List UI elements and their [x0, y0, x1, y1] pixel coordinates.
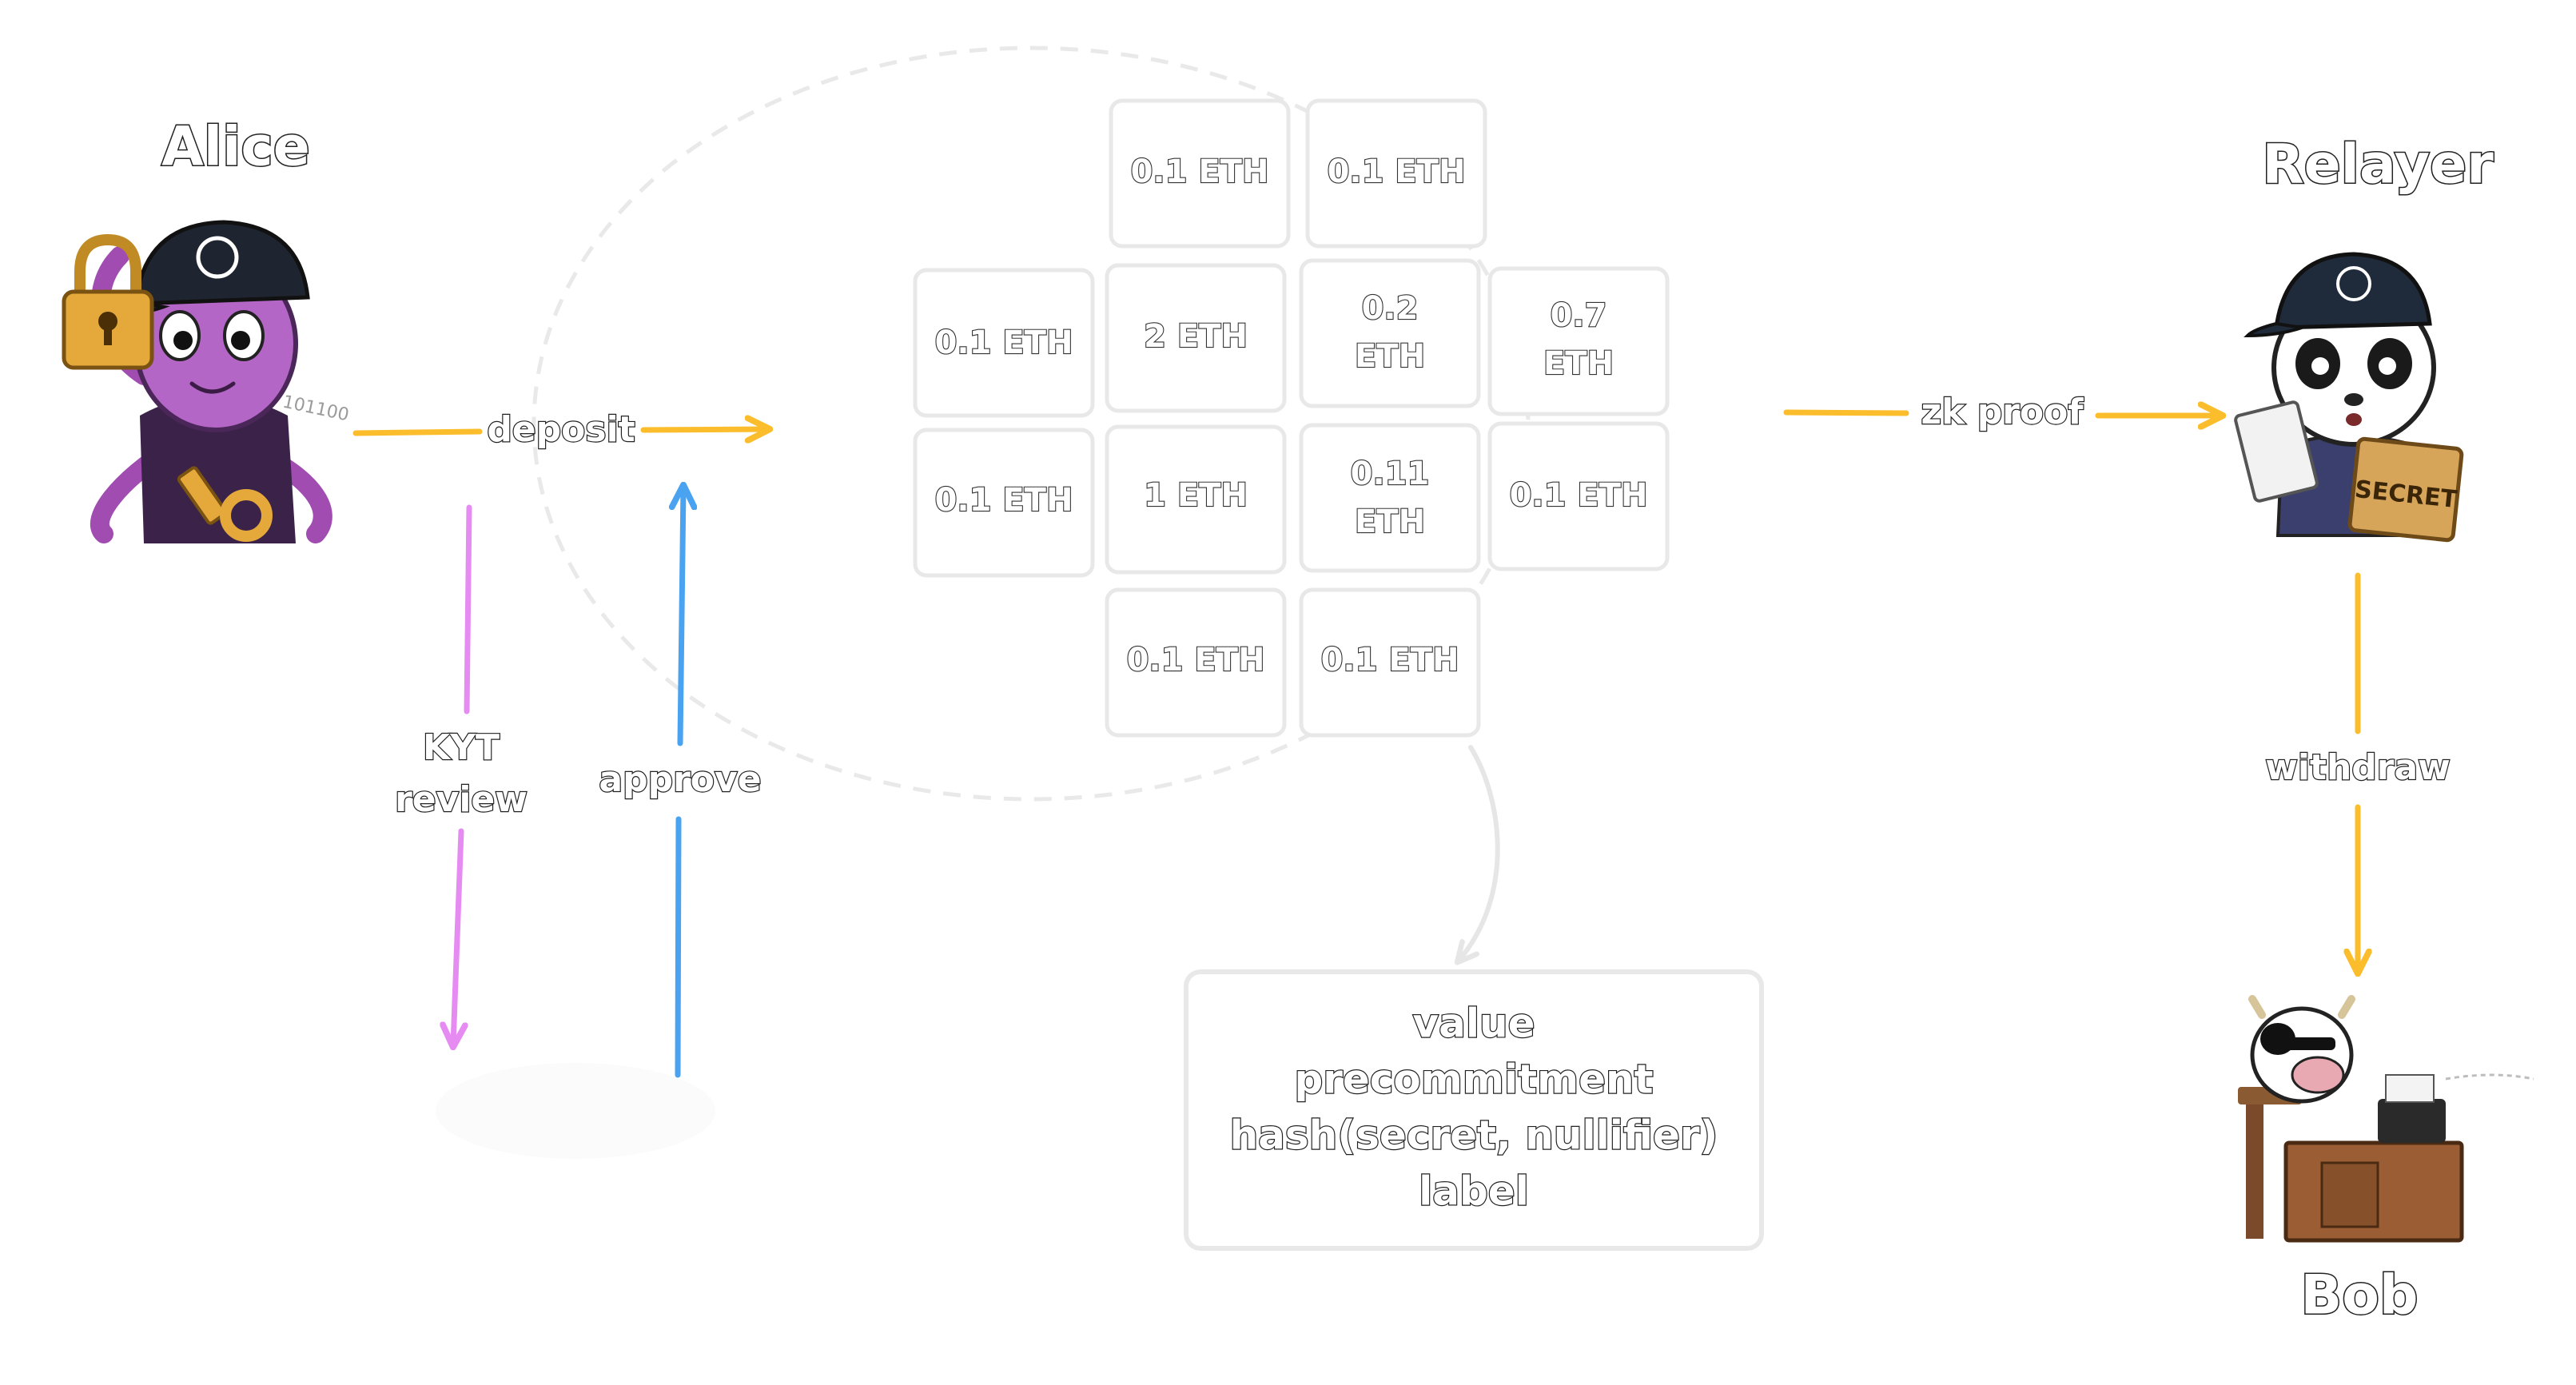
faded-reviewer-icon	[436, 1063, 715, 1159]
pool-tile: 0.1 ETH	[1305, 98, 1487, 249]
pool-tile-label-line: ETH	[1543, 345, 1614, 382]
pool-tile-label: 0.1 ETH	[935, 482, 1073, 519]
actor-title-relayer: Relayer	[2262, 133, 2494, 197]
deposit-arrow	[640, 429, 767, 430]
commitment-line-label: label	[1419, 1168, 1529, 1215]
commitment-line-precommitment: precommitment	[1294, 1057, 1653, 1103]
pool-tile: 0.1 ETH	[1109, 98, 1291, 249]
pool-tile: 0.2 ETH	[1299, 258, 1481, 408]
actor-title-alice: Alice	[161, 116, 310, 179]
edge-label-review: review	[395, 779, 528, 820]
pool-tile-label: 0.1 ETH	[1328, 153, 1466, 190]
secret-envelope-icon: SECRET	[2347, 436, 2464, 543]
pool-tile: 0.1 ETH	[1105, 587, 1287, 738]
approve-arrow-bottom-segment	[675, 816, 682, 1078]
pool-tile: 0.1 ETH	[1487, 421, 1670, 571]
deposit-arrow-left-segment	[352, 428, 483, 436]
kyt-review-arrow-top-segment	[464, 504, 472, 714]
pool-tile-label: 0.1 ETH	[1131, 153, 1269, 190]
pool-tile-label: 1 ETH	[1144, 477, 1248, 514]
commitment-box: value precommitment hash(secret, nullifi…	[1184, 969, 1764, 1251]
pool-tile-label: 0.1 ETH	[935, 324, 1073, 361]
commitment-line-hash: hash(secret, nullifier)	[1230, 1112, 1718, 1159]
pool-tile-label-line: 0.7	[1551, 297, 1607, 334]
pool-tile-label: 2 ETH	[1144, 318, 1248, 355]
pool-tile-label-line: 0.11	[1351, 456, 1430, 492]
pool-tile: 2 ETH	[1105, 263, 1287, 413]
edge-label-withdraw: withdraw	[2265, 747, 2451, 788]
actor-title-bob: Bob	[2300, 1264, 2418, 1327]
commitment-line-value: value	[1413, 1001, 1535, 1047]
edge-label-zk-proof: zk proof	[1921, 392, 2084, 432]
pool-tile: 0.11 ETH	[1299, 423, 1481, 573]
pool-tile-label-line: 0.2	[1362, 290, 1419, 327]
pool-tile: 0.1 ETH	[1299, 587, 1481, 738]
zk-proof-arrow-left-segment	[1783, 409, 1909, 416]
edge-label-deposit: deposit	[487, 409, 635, 450]
pool-tile-label: 0.1 ETH	[1321, 642, 1459, 679]
pool-tile: 0.1 ETH	[913, 428, 1095, 578]
padlock-icon	[62, 233, 154, 370]
pool-tile-label-line: ETH	[1355, 503, 1425, 540]
pool-tile: 0.7 ETH	[1487, 266, 1670, 416]
edge-label-approve: approve	[599, 759, 761, 800]
edge-label-kyt: KYT	[423, 727, 500, 768]
approve-arrow	[680, 488, 683, 746]
pool-tile: 0.1 ETH	[913, 268, 1095, 418]
pool-tile-label: 0.1 ETH	[1510, 477, 1648, 514]
pool-tile: 1 ETH	[1105, 424, 1287, 575]
kyt-review-arrow	[453, 828, 461, 1045]
pool-tiles: 0.1 ETH 0.1 ETH 0.1 ETH 2 ETH 0.2 ETH 0.…	[913, 98, 1670, 738]
key-icon	[177, 466, 273, 542]
pool-tile-label-line: ETH	[1355, 338, 1425, 375]
alice-binary-badge: 101100	[281, 392, 350, 426]
bob-cow-icon	[2238, 995, 2534, 1243]
commitment-arrow	[1459, 745, 1500, 961]
pool-tile-label: 0.1 ETH	[1127, 642, 1265, 679]
